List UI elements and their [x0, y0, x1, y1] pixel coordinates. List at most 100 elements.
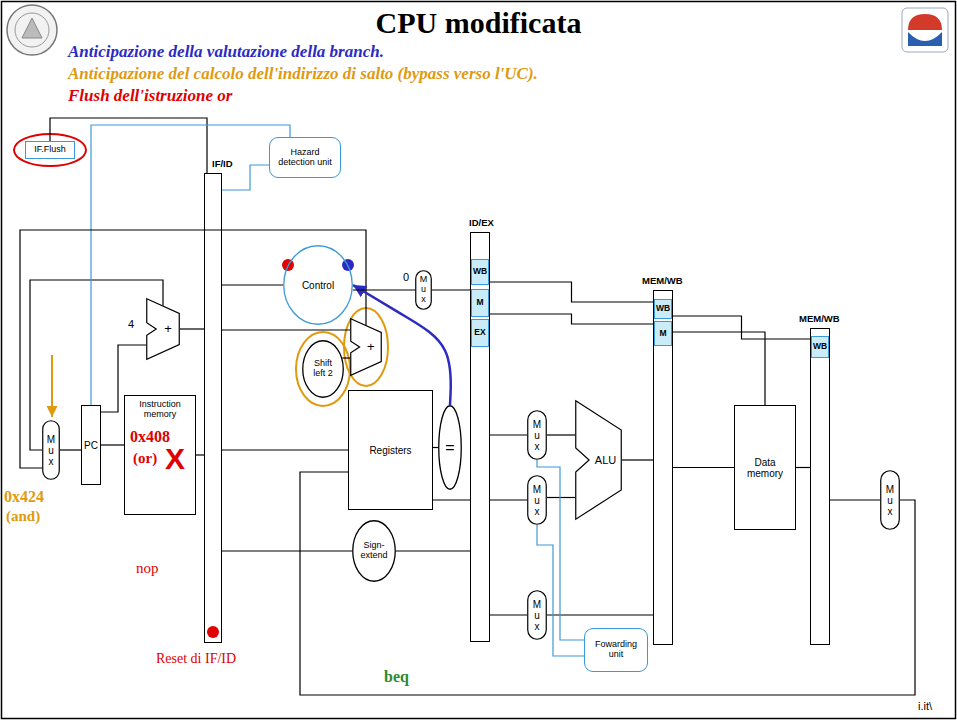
signal-box: IF.Flush: [25, 141, 75, 159]
data-memory: Data memory: [734, 405, 796, 530]
register-name: MEM/WB: [799, 314, 840, 324]
block-label: Mux: [46, 434, 56, 467]
register-name: IF/ID: [212, 159, 233, 169]
block-label: Control: [302, 280, 334, 291]
wire: [489, 282, 654, 302]
control-unit: Control: [283, 245, 353, 325]
wire: [490, 499, 527, 500]
sign-extend-unit: Sign-extend: [352, 520, 396, 582]
annotation: Reset di IF/ID: [156, 651, 236, 667]
ellipse-outline: [303, 341, 344, 398]
control-field: WB: [471, 259, 489, 285]
wire: [672, 316, 811, 339]
constant-input: 0: [403, 271, 409, 284]
wire: [101, 444, 124, 445]
constant-input: 4: [128, 318, 134, 331]
mux: Mux: [527, 410, 547, 460]
mux: Mux: [42, 420, 60, 480]
highlight-ring: [296, 332, 350, 406]
wire: [396, 550, 470, 551]
university-seal: [15, 13, 49, 47]
address-note: 0x408: [130, 428, 170, 446]
mux-outline: [43, 421, 60, 480]
wire: [353, 285, 451, 405]
wire: [672, 332, 765, 405]
wire: [796, 467, 810, 468]
university-seal: [7, 5, 57, 55]
ellipse-outline: [353, 521, 396, 582]
pipeline-register: MEM/WBWB: [810, 328, 830, 645]
block-label: WB: [813, 342, 827, 351]
pipeline-register: IF/ID: [204, 173, 222, 643]
pipeline-register: MEM/WBWBM: [653, 290, 673, 645]
control-field: WB: [654, 299, 672, 319]
control-field: M: [471, 289, 489, 317]
lab-logo: [908, 32, 942, 46]
comparator: =: [438, 405, 462, 490]
block-label: +: [164, 322, 172, 336]
wire: [830, 499, 880, 500]
lab-logo: [908, 14, 942, 30]
alu: ALU: [575, 400, 622, 520]
wire: [673, 467, 734, 468]
block-label: WB: [473, 267, 487, 276]
wire: [433, 499, 470, 500]
instruction-note: beq: [384, 668, 409, 686]
block-label: Mux: [885, 484, 895, 517]
wire: [432, 289, 470, 290]
block-label: Fowarding unit: [588, 640, 644, 660]
wire: [222, 284, 283, 285]
block-label: PC: [84, 440, 98, 451]
program-counter: PC: [81, 405, 101, 485]
wire: [353, 289, 415, 290]
annotation: Anticipazione della valutazione della br…: [68, 42, 384, 62]
mux-outline: [528, 411, 547, 460]
mux-outline: [528, 476, 547, 525]
mux: Mux: [880, 470, 900, 530]
address-note: 0x424: [4, 488, 44, 506]
university-seal: [22, 18, 42, 38]
block-outline: [350, 318, 382, 376]
lab-logo: [902, 8, 948, 52]
register-name: ID/EX: [469, 218, 494, 228]
wire: [180, 328, 204, 329]
block-label: Sign-extend: [358, 541, 390, 561]
wire: [91, 125, 290, 405]
footer-text: i.it\: [918, 700, 932, 713]
hazard-unit: Hazard detection unit: [269, 137, 341, 178]
wire: [60, 449, 81, 450]
wire: [547, 434, 575, 435]
block-label: Shift left 2: [308, 359, 338, 379]
register-name: MEM/WB: [642, 276, 683, 286]
block-label: Mux: [419, 275, 428, 305]
control-field: EX: [471, 319, 489, 347]
highlight-arrow: [51, 355, 53, 417]
wire: [622, 459, 653, 460]
block-outline: [146, 298, 180, 360]
block-label: Instruction memory: [128, 400, 192, 420]
instruction-note: (and): [6, 508, 40, 525]
wire: [490, 434, 527, 435]
mux: Mux: [415, 270, 432, 310]
instruction-note: (or): [133, 450, 157, 467]
block-label: Mux: [532, 484, 542, 517]
block-label: +: [367, 340, 375, 354]
wire: [433, 447, 438, 448]
adder: +: [350, 318, 382, 376]
slide-title: CPU modificata: [0, 6, 957, 40]
wire: [222, 329, 350, 330]
ellipse-outline: [284, 246, 353, 325]
annotation: Anticipazione del calcolo dell'indirizzo…: [68, 64, 538, 84]
annotation: Flush dell'istruzione or: [68, 86, 232, 106]
wire: [222, 550, 352, 551]
wire: [222, 449, 348, 450]
register-file: Registers: [348, 390, 433, 510]
mux-outline: [528, 591, 547, 640]
block-label: IF.Flush: [34, 145, 66, 155]
adder: +: [146, 298, 180, 360]
cross-mark: X: [165, 442, 185, 477]
instruction-note: nop: [136, 560, 159, 577]
